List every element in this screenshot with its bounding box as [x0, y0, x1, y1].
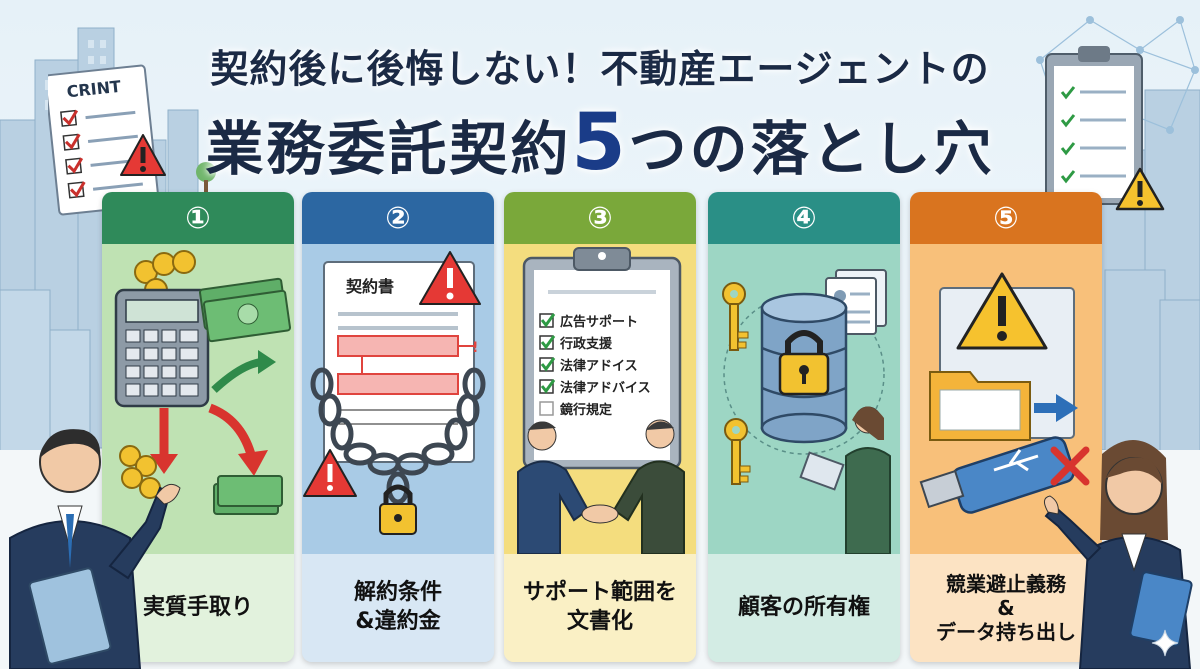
- panel-number: ①: [102, 192, 294, 244]
- panel-body: 契約書 !: [302, 244, 494, 662]
- panel-label: 解約条件 &違約金: [302, 554, 494, 662]
- panel-label-line: サポート範囲を: [522, 580, 677, 606]
- usb-icon: [919, 436, 1075, 514]
- lock-icon: [379, 484, 417, 535]
- sparkle-icon: [1151, 629, 1179, 657]
- checklist-item: 行政支援: [559, 336, 613, 352]
- businesswoman-illustration: [1044, 439, 1193, 669]
- checklist-item: 広告サポート: [560, 314, 638, 330]
- businessman-illustration: [9, 429, 181, 669]
- svg-text:!: !: [472, 340, 478, 356]
- warning-icon: [120, 134, 166, 176]
- warning-icon: [303, 449, 357, 497]
- panel-number: ⑤: [910, 192, 1102, 244]
- panel-number: ④: [708, 192, 900, 244]
- title-prefix: 業務委託契約: [205, 115, 572, 183]
- checklist-item: 法律アドイス: [560, 358, 638, 374]
- calculator-icon: [114, 288, 210, 408]
- document-title: 契約書: [345, 277, 394, 296]
- panel-body: 競業避止義務 & データ持ち出し: [910, 244, 1102, 662]
- clipboard-icon: [522, 247, 682, 470]
- panel-number: ③: [504, 192, 696, 244]
- panel-body: 広告サポート 行政支援 法律アドイス 法律アドバイス 鏡行規定 サポート範囲を …: [504, 244, 696, 662]
- left-checklist-clipboard: CRINT: [48, 64, 160, 216]
- panel-label-line: 解約条件: [353, 580, 442, 606]
- money-icon: [199, 277, 291, 343]
- handshake-icon: [517, 419, 685, 554]
- lock-icon: [778, 330, 830, 396]
- contract-chain-illustration: 契約書 !: [303, 251, 486, 535]
- panel-label-line: &: [997, 596, 1015, 620]
- key-icon: [724, 418, 751, 485]
- panel-label-line: データ持ち出し: [936, 620, 1076, 644]
- checklist-item: 鏡行規定: [560, 402, 612, 418]
- panel-label-line: 競業避止義務: [946, 572, 1066, 596]
- panel-number: ②: [302, 192, 494, 244]
- panel-label-line: &違約金: [355, 609, 441, 634]
- pitfall-panel-5: ⑤ 競業避止義務 & データ持ち出し: [910, 192, 1102, 662]
- right-checklist-clipboard: [1045, 46, 1143, 205]
- pitfall-panel-3: ③ 広告サポート 行政支援 法律アドイス 法: [504, 192, 696, 662]
- title-number: 5: [571, 98, 629, 188]
- checklist-item: 法律アドバイス: [560, 380, 651, 396]
- key-icon: [722, 282, 749, 351]
- title-suffix: つの落とし穴: [628, 115, 995, 183]
- database-lock-illustration: [722, 269, 891, 554]
- panel-label: サポート範囲を 文書化: [504, 554, 696, 662]
- pitfall-panel-4: ④: [708, 192, 900, 662]
- clipboard-handshake-illustration: 広告サポート 行政支援 法律アドイス 法律アドバイス 鏡行規定: [517, 247, 685, 554]
- page-title-line2: 業務委託契約5つの落とし穴: [0, 98, 1200, 188]
- panel-label-line: 実質手取り: [142, 594, 253, 620]
- page-title-line1: 契約後に後悔しない！不動産エージェントの: [210, 47, 990, 91]
- panel-label-line: 文書化: [566, 609, 633, 634]
- warning-icon: [419, 251, 481, 305]
- data-export-illustration: [919, 272, 1090, 514]
- panel-label-line: 顧客の所有権: [737, 594, 870, 620]
- panel-body: 顧客の所有権: [708, 244, 900, 662]
- panel-label: 競業避止義務 & データ持ち出し: [910, 554, 1102, 662]
- pitfall-panel-2: ② 契約書 !: [302, 192, 494, 662]
- panel-label: 顧客の所有権: [708, 554, 900, 662]
- calculator-money-illustration: [114, 250, 291, 515]
- warning-icon: [956, 272, 1048, 350]
- warning-icon: [1115, 167, 1165, 211]
